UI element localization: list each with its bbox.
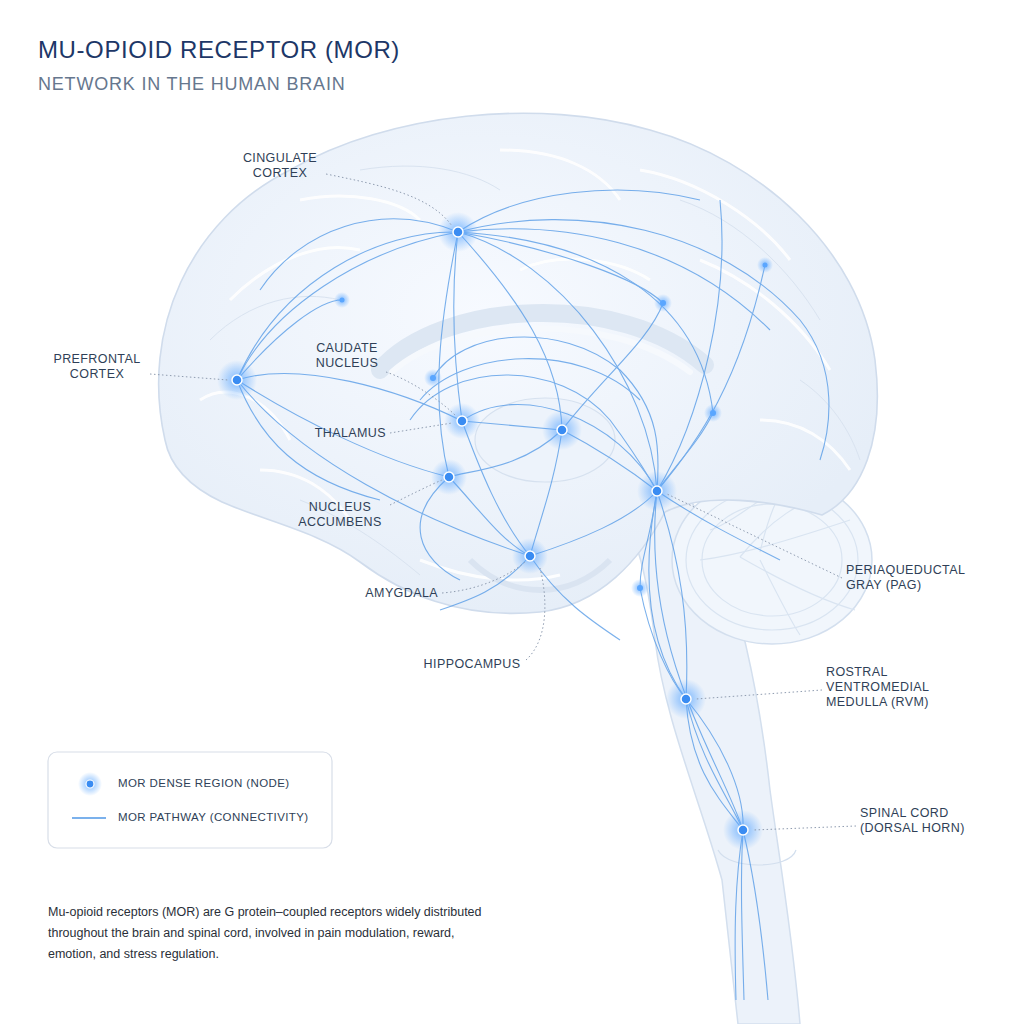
region-label: HIPPOCAMPUS xyxy=(416,657,528,672)
cerebrum-outline xyxy=(159,113,878,613)
subtitle: NETWORK IN THE HUMAN BRAIN xyxy=(38,74,345,95)
corpus-callosum-highlight xyxy=(392,328,690,372)
diagram-title: MU-OPIOID RECEPTOR (MOR) xyxy=(38,36,400,64)
region-label: CAUDATE NUCLEUS xyxy=(306,341,388,371)
corpus-callosum xyxy=(380,313,705,370)
legend-line-sample xyxy=(72,817,106,818)
gyri xyxy=(200,150,850,580)
legend-node-sample xyxy=(78,772,102,796)
region-label: AMYGDALA xyxy=(346,586,438,601)
region-label: NUCLEUS ACCUMBENS xyxy=(290,500,390,530)
legend-text: MOR PATHWAY (CONNECTIVITY) xyxy=(118,811,309,823)
diencephalon xyxy=(475,398,615,482)
region-label: SPINAL CORD (DORSAL HORN) xyxy=(860,806,984,836)
region-label: CINGULATE CORTEX xyxy=(232,151,328,181)
caption: Mu-opioid receptors (MOR) are G protein–… xyxy=(48,902,498,965)
mor-pathways xyxy=(237,190,829,1000)
legend-frame xyxy=(48,752,332,848)
legend-text: MOR DENSE REGION (NODE) xyxy=(118,777,290,789)
leader-lines xyxy=(150,174,856,830)
region-label: PERIAQUEDUCTAL GRAY (PAG) xyxy=(846,563,998,593)
legend-node-core xyxy=(86,780,94,788)
region-label: THALAMUS xyxy=(296,426,386,441)
spinal-ring xyxy=(718,850,796,865)
region-label: PREFRONTAL CORTEX xyxy=(46,352,148,382)
region-label: ROSTRAL VENTROMEDIAL MEDULLA (RVM) xyxy=(826,665,946,710)
sulci xyxy=(210,166,860,575)
